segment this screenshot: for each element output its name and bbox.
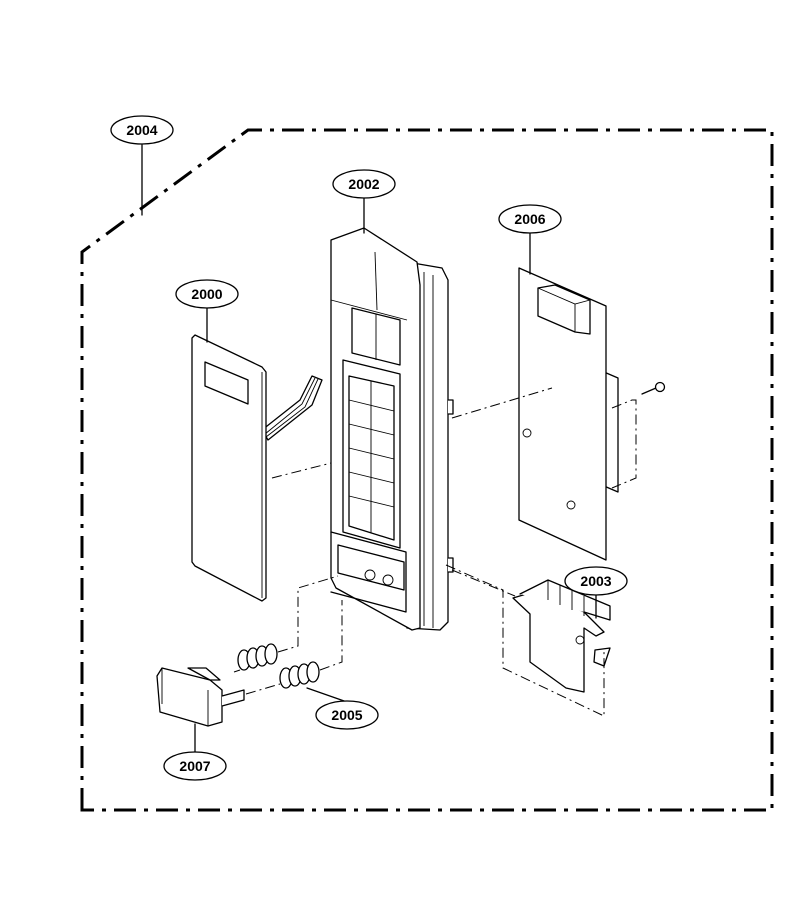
callout-2004: 2004: [110, 115, 174, 145]
callout-label: 2003: [580, 573, 611, 589]
callout-2000: 2000: [175, 279, 239, 309]
part-2005-springs: [237, 575, 343, 689]
callout-label: 2005: [331, 707, 362, 723]
callout-label: 2004: [126, 122, 157, 138]
callout-2006: 2006: [498, 204, 562, 234]
part-2006-pcb: [451, 267, 666, 561]
callout-label: 2000: [191, 286, 222, 302]
part-2000-membrane-panel: [191, 334, 336, 602]
callout-label: 2002: [348, 176, 379, 192]
leader-lines: [141, 144, 597, 753]
part-2007-door-button: [156, 667, 281, 727]
callout-2002: 2002: [332, 169, 396, 199]
callout-2007: 2007: [163, 751, 227, 781]
callout-2005: 2005: [315, 700, 379, 730]
part-2003-latch: [445, 564, 611, 717]
assembly-boundary-2004: [80, 128, 774, 812]
callout-2003: 2003: [564, 566, 628, 596]
part-2002-control-frame: [330, 227, 454, 631]
callout-label: 2007: [179, 758, 210, 774]
callout-label: 2006: [514, 211, 545, 227]
